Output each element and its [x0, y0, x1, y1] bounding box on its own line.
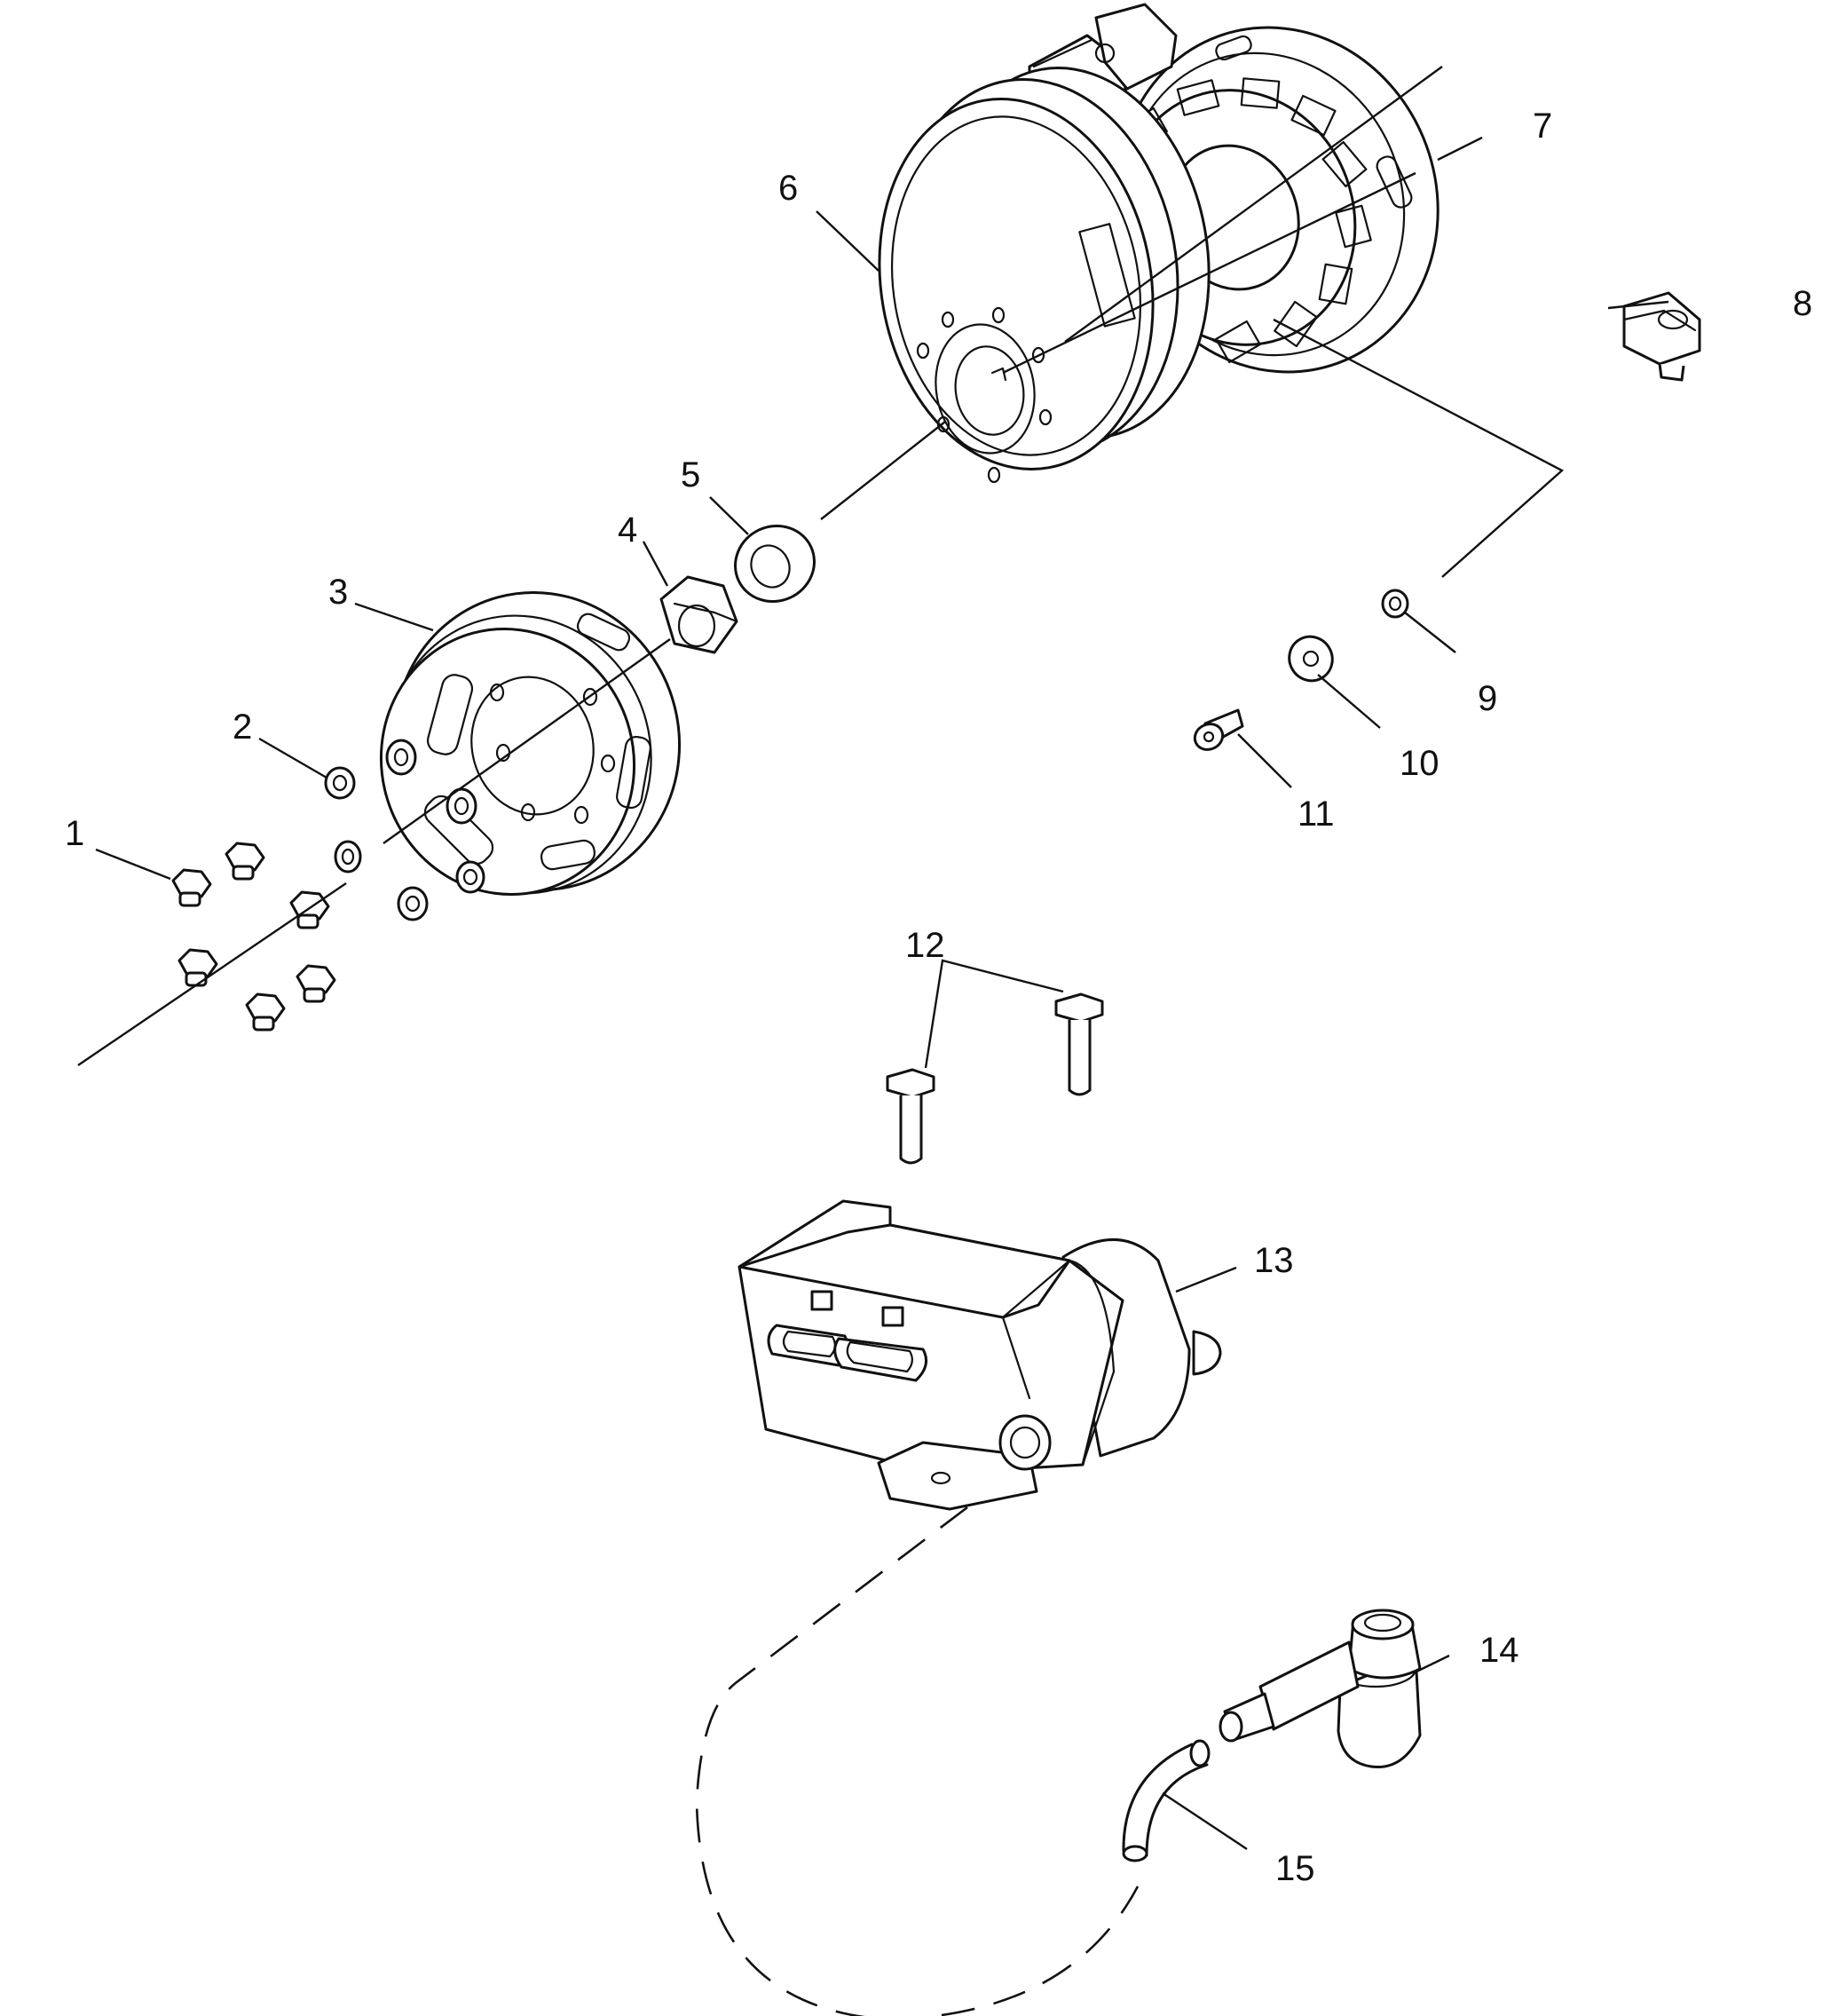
- part-6-flywheel: [878, 67, 1211, 484]
- callout-10: 10: [1400, 744, 1440, 783]
- part-9-lock-washer: [1381, 589, 1409, 619]
- part-12-bolts: [886, 992, 1104, 1165]
- callout-labels: 1 2 3 4 5 6 7 8 9 10 11 12 13 14 15: [65, 107, 1812, 1888]
- callout-11: 11: [1298, 795, 1335, 834]
- callout-6: 6: [778, 169, 798, 208]
- callout-13: 13: [1254, 1241, 1294, 1280]
- leader-lines: [95, 136, 1669, 1851]
- axis-line-stator: [1064, 66, 1443, 343]
- part-3-starter-cup: [379, 591, 682, 896]
- callout-7: 7: [1533, 107, 1552, 146]
- part-4-nut: [659, 575, 738, 654]
- part-15-boot-hose: [1122, 1739, 1211, 1862]
- axis-line-upper: [820, 421, 946, 520]
- part-5-washer: [734, 524, 816, 604]
- part-10-flat-washer: [1288, 635, 1334, 683]
- part-13-ignition-module: [738, 1199, 1222, 1511]
- callout-9: 9: [1478, 679, 1497, 718]
- part-1-bolts: [171, 842, 336, 1032]
- axis-line-cup: [383, 638, 671, 844]
- leader-12: [924, 959, 1064, 1069]
- axis-line-key: [1002, 171, 1416, 375]
- callout-1: 1: [65, 814, 84, 853]
- callout-4: 4: [618, 510, 637, 549]
- axis-line-bolt: [77, 882, 347, 1066]
- callout-15: 15: [1275, 1849, 1315, 1888]
- callout-2: 2: [233, 708, 252, 747]
- part-8-clip: [1622, 291, 1701, 382]
- leader-bracket-9-11: [1273, 318, 1565, 578]
- dashed-wire: [695, 1506, 1140, 2016]
- part-14-spark-plug-cap: [1219, 1609, 1422, 1769]
- part-11-screw: [1193, 708, 1244, 751]
- callout-5: 5: [681, 455, 700, 494]
- callout-12: 12: [905, 926, 945, 965]
- part-2-lock-washers: [324, 766, 429, 921]
- callout-8: 8: [1793, 284, 1812, 323]
- callout-3: 3: [328, 573, 348, 612]
- callout-14: 14: [1479, 1631, 1519, 1670]
